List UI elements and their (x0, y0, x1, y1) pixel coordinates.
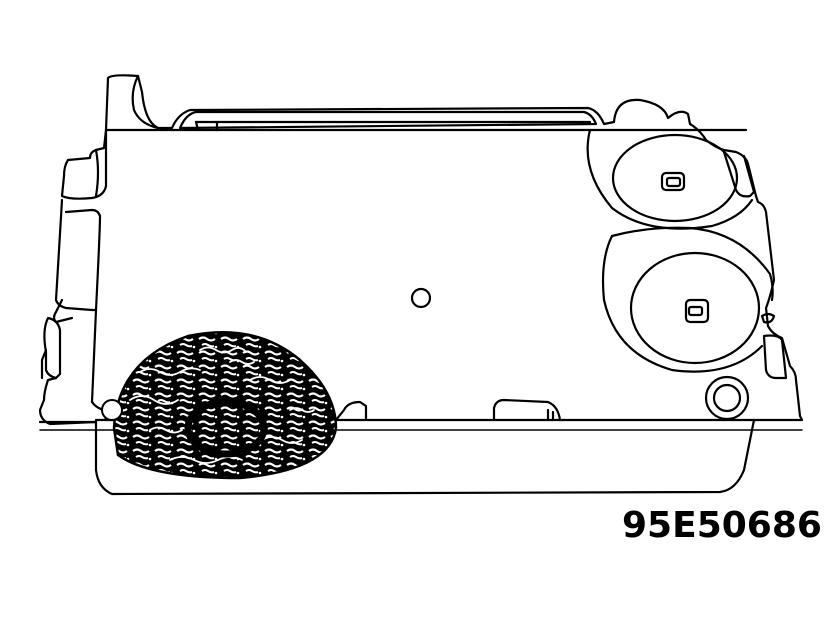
front-locating-tab (334, 398, 562, 422)
upper-round-recess (586, 128, 756, 230)
reference-number-label: 95E50686 (622, 505, 822, 546)
center-pin-hole (410, 287, 432, 309)
left-edge-tabs (38, 128, 108, 426)
lower-round-recess (601, 226, 788, 380)
module-housing (94, 74, 804, 422)
hatched-circular-patch (101, 331, 338, 480)
corner-mount-hole (704, 375, 750, 421)
